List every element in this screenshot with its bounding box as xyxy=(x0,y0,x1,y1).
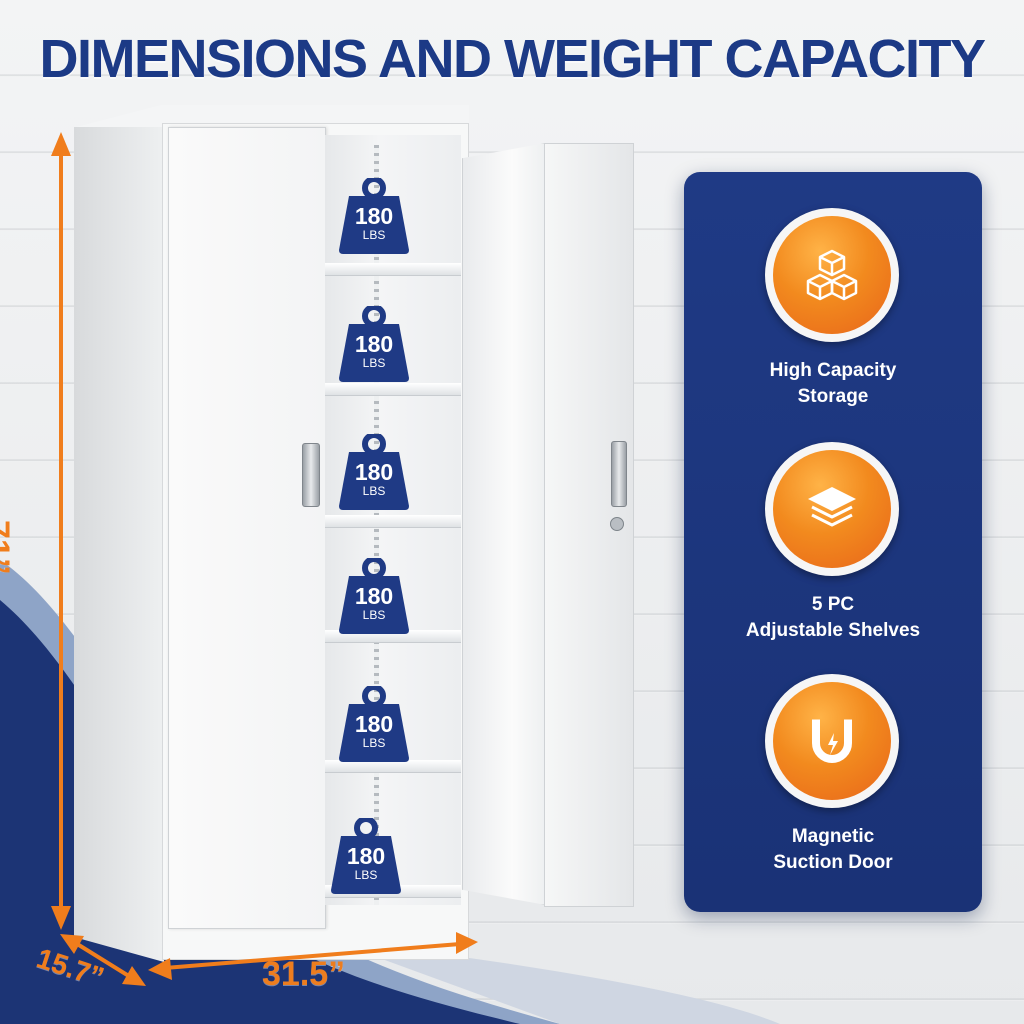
weight-value: 180 xyxy=(354,711,394,737)
features-panel: High Capacity Storage 5 PC Adjustable Sh… xyxy=(684,172,982,912)
feature-badge xyxy=(765,442,899,576)
right-door-handle xyxy=(611,441,627,507)
arrow-head-icon xyxy=(51,132,71,156)
weight-icon xyxy=(339,558,409,634)
cabinet-side-panel xyxy=(74,127,164,962)
depth-arrow-line xyxy=(72,940,134,980)
feature-badge xyxy=(765,208,899,342)
weight-unit: LBS xyxy=(362,356,386,370)
layers-icon xyxy=(808,487,856,527)
feature-badge xyxy=(765,674,899,808)
weight-value: 180 xyxy=(354,459,394,485)
width-arrow-line xyxy=(164,942,461,970)
weight-unit: LBS xyxy=(362,608,386,622)
weight-unit: LBS xyxy=(362,736,386,750)
cabinet-left-door xyxy=(168,127,326,929)
weight-badge: 180 LBS xyxy=(327,818,405,894)
weight-value: 180 xyxy=(354,203,394,229)
left-door-handle xyxy=(302,443,320,507)
page-title: DIMENSIONS AND WEIGHT CAPACITY xyxy=(39,29,986,89)
weight-icon xyxy=(339,686,409,762)
magnet-icon xyxy=(812,719,852,763)
width-dimension: 31.5” xyxy=(262,955,346,993)
weight-icon xyxy=(339,434,409,510)
weight-badge: 180 LBS xyxy=(335,306,413,382)
shelf xyxy=(325,760,461,773)
feature-text: Magnetic Suction Door xyxy=(684,824,982,876)
storage-cabinet xyxy=(74,105,634,965)
height-dimension: 71” xyxy=(0,520,16,575)
feature-text: 5 PC Adjustable Shelves xyxy=(684,592,982,644)
feature-line: Suction Door xyxy=(773,852,893,873)
feature-line: Magnetic xyxy=(791,826,875,847)
shelf xyxy=(325,263,461,276)
weight-value: 180 xyxy=(354,331,394,357)
feature-line: 5 PC xyxy=(811,594,855,615)
feature-line: High Capacity xyxy=(769,360,897,381)
cabinet-right-door xyxy=(462,143,546,905)
arrow-head-icon xyxy=(51,906,71,930)
weight-value: 180 xyxy=(346,843,386,869)
weight-icon xyxy=(331,818,401,894)
weight-unit: LBS xyxy=(362,228,386,242)
weight-badge: 180 LBS xyxy=(335,178,413,254)
arrow-head-icon xyxy=(60,934,84,954)
weight-badge: 180 LBS xyxy=(335,686,413,762)
feature-line: Adjustable Shelves xyxy=(745,620,921,641)
shelf xyxy=(325,515,461,528)
shelf xyxy=(325,383,461,396)
feature-text: High Capacity Storage xyxy=(684,358,982,410)
lock-icon xyxy=(610,517,624,531)
weight-badge: 180 LBS xyxy=(335,558,413,634)
weight-value: 180 xyxy=(354,583,394,609)
weight-icon xyxy=(339,306,409,382)
arrow-head-icon xyxy=(148,958,172,980)
feature-line: Storage xyxy=(797,386,869,407)
arrow-head-icon xyxy=(456,932,478,954)
cubes-icon xyxy=(806,249,858,301)
weight-badge: 180 LBS xyxy=(335,434,413,510)
arrow-head-icon xyxy=(122,966,146,986)
weight-unit: LBS xyxy=(362,484,386,498)
weight-icon xyxy=(339,178,409,254)
weight-unit: LBS xyxy=(354,868,378,882)
